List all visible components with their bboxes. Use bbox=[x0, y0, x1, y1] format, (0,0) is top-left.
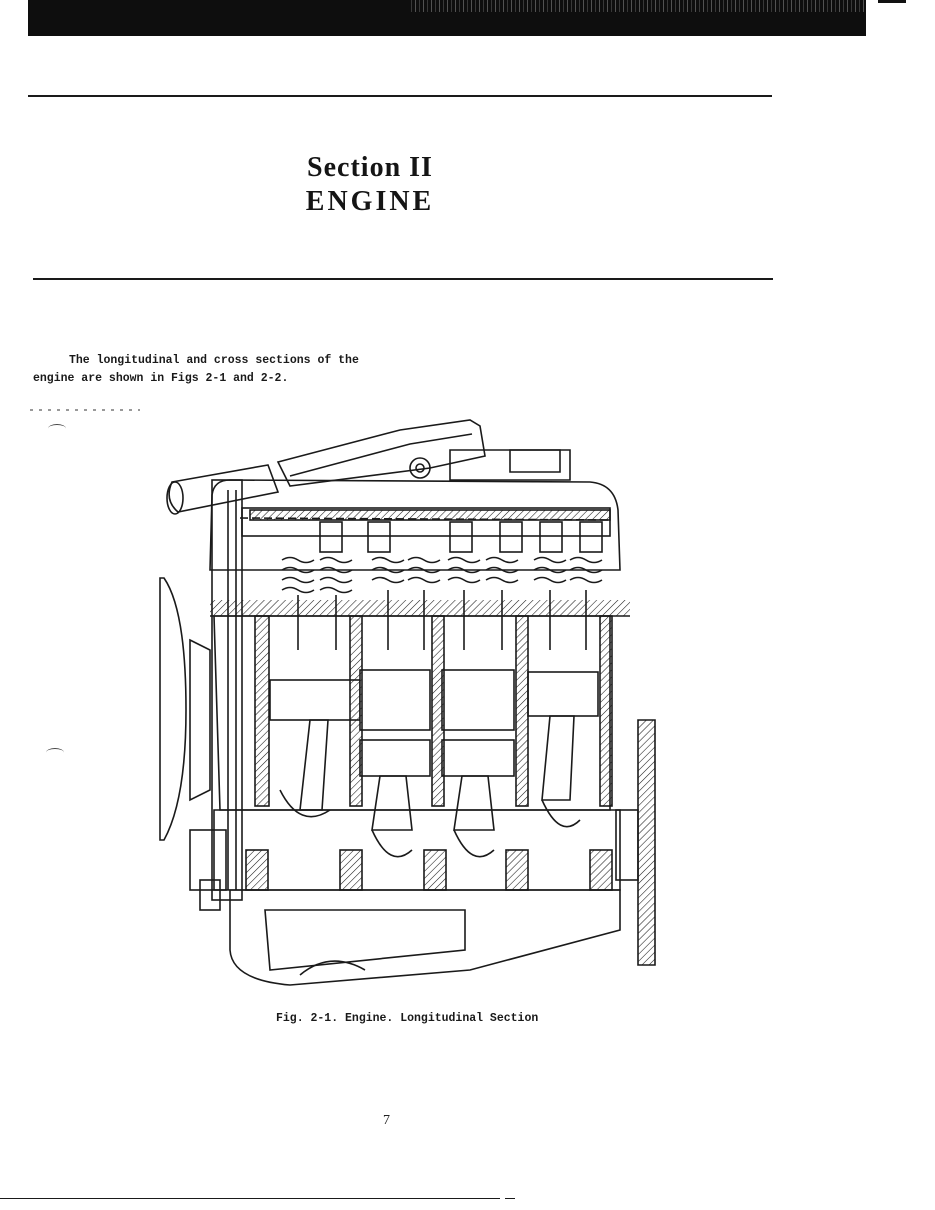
page-number: 7 bbox=[383, 1113, 390, 1128]
cooling-fan bbox=[159, 577, 187, 841]
flywheel-hub bbox=[615, 809, 639, 881]
figure-caption: Fig. 2-1. Engine. Longitudinal Section bbox=[276, 1012, 539, 1025]
intake-snorkel bbox=[168, 464, 280, 513]
fan-pulley bbox=[189, 638, 211, 802]
scan-mark bbox=[46, 748, 64, 757]
oil-sump bbox=[299, 960, 366, 976]
intro-line-2: engine are shown in Figs 2-1 and 2-2. bbox=[33, 372, 289, 385]
air-filter-bolt bbox=[409, 457, 431, 479]
oil-pan-inner bbox=[264, 909, 466, 971]
pistons bbox=[269, 669, 599, 777]
rocker-cover-inner bbox=[289, 433, 473, 477]
scanned-header-bar bbox=[28, 0, 866, 36]
scan-dots bbox=[30, 409, 140, 411]
cylinder-head bbox=[209, 479, 621, 571]
carburetor-top bbox=[509, 449, 561, 473]
edge-mark bbox=[878, 0, 906, 3]
cylinder-walls bbox=[254, 615, 613, 807]
crank-pulley bbox=[189, 829, 227, 891]
scan-mark bbox=[48, 424, 66, 433]
heading-rule bbox=[33, 278, 773, 280]
section-number: Section II bbox=[307, 152, 433, 183]
snorkel-mouth bbox=[166, 481, 184, 515]
top-rule bbox=[28, 95, 772, 97]
flywheel bbox=[637, 719, 656, 966]
bottom-scan-line bbox=[0, 1198, 500, 1199]
intro-paragraph: The longitudinal and cross sections of t… bbox=[33, 352, 393, 388]
main-bearings bbox=[245, 849, 613, 891]
header-bar-speckle bbox=[408, 0, 866, 12]
rocker-cover bbox=[276, 419, 486, 487]
valve-springs bbox=[281, 556, 603, 594]
section-title: ENGINE bbox=[305, 186, 435, 217]
crankcase bbox=[213, 809, 621, 891]
engine-longitudinal-section-figure bbox=[159, 419, 656, 986]
camshaft-lobes bbox=[319, 521, 603, 553]
oil-pan bbox=[229, 889, 621, 986]
timing-chain-cover bbox=[211, 479, 243, 901]
bottom-scan-line bbox=[505, 1198, 515, 1199]
intro-line-1: The longitudinal and cross sections of t… bbox=[69, 354, 359, 367]
air-filter-bolt-inner bbox=[415, 463, 425, 473]
crank-throws bbox=[279, 789, 581, 858]
